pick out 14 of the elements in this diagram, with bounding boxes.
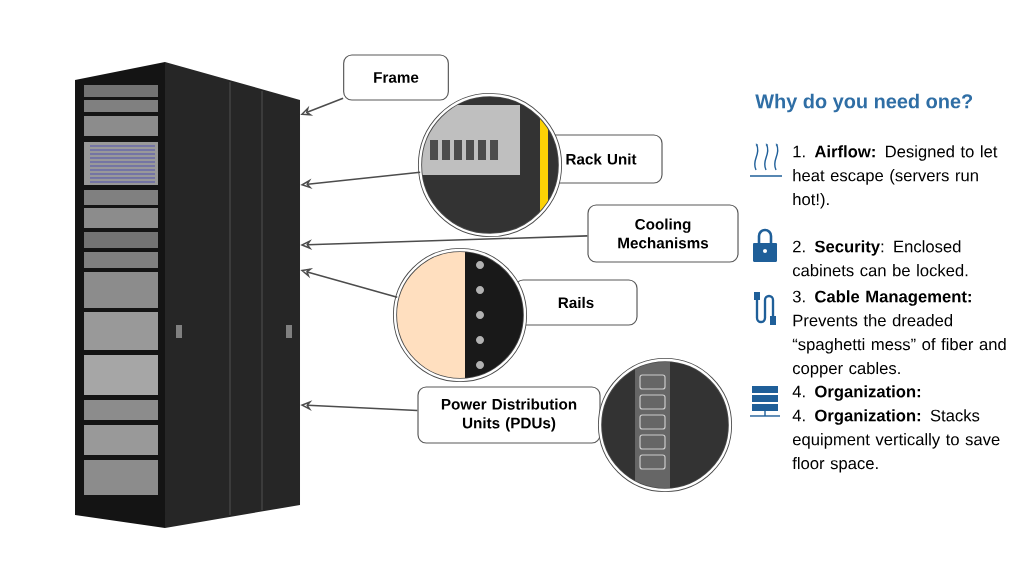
reason-text: 2. Security: Enclosed cabinets can be locked. (792, 240, 968, 277)
label-box: Power Distribution Units (PDUs) (417, 386, 601, 444)
reason-text: 4. Organization: (792, 385, 921, 401)
photo-circle (417, 92, 563, 238)
reason-text: 4. Organization: Stacks equipment vertically to save floor space. (792, 409, 1000, 473)
label-box: Frame (343, 54, 449, 101)
reason-text: 1. Airflow: Designed to let heat escape (servers run hot!). (793, 145, 998, 209)
rack-drawing (75, 62, 300, 528)
reason-text: 3. Cable Management: Prevents the dreaded “spaghetti mess” of fiber and copper cables. (792, 290, 1006, 378)
label-box: Rails (514, 279, 638, 326)
photo-circle (392, 247, 528, 383)
label-box: Cooling Mechanisms (587, 204, 739, 263)
panel-heading: Why do you need one? (755, 93, 973, 113)
photo-circle (597, 357, 733, 493)
